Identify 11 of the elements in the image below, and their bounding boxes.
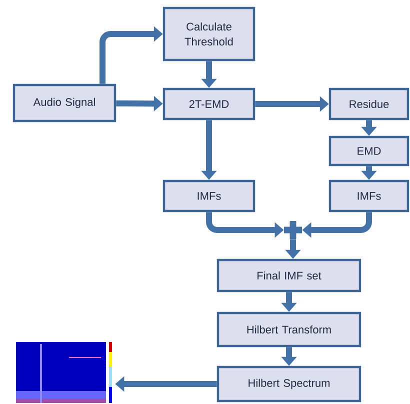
process-box: EMD — [328, 136, 410, 166]
process-box: Hilbert Spectrum — [216, 366, 362, 402]
process-box: Calculate Threshold — [162, 6, 256, 62]
process-box: Audio Signal — [12, 84, 116, 122]
process-box: 2T-EMD — [162, 88, 256, 120]
process-box: Hilbert Transform — [216, 312, 362, 348]
process-box: Final IMF set — [216, 258, 362, 292]
picture — [16, 342, 112, 403]
process-box: IMFs — [162, 180, 256, 212]
process-box: IMFs — [328, 180, 410, 212]
process-box: Residue — [328, 88, 410, 120]
